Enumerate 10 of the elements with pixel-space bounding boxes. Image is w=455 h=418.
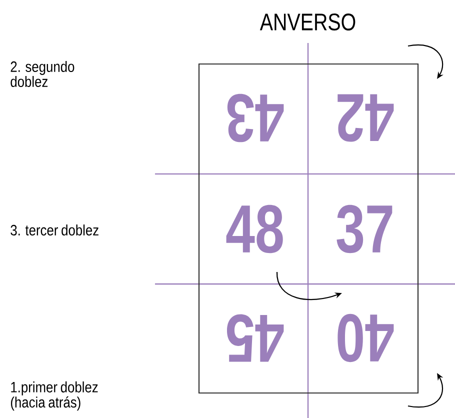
page-number: 42 — [338, 94, 394, 142]
page-number: 37 — [336, 204, 392, 254]
fold-label: 2. segundo doblez — [10, 61, 74, 87]
fold-label: 3. tercer doblez — [10, 224, 98, 236]
page-number: 40 — [338, 314, 394, 362]
fold-label: 1.primer doblez (hacia atrás) — [10, 381, 98, 411]
page-number: 45 — [226, 314, 284, 362]
page-number: 43 — [227, 94, 284, 142]
page-number: 48 — [226, 204, 283, 254]
page-title: ANVERSO — [260, 14, 356, 30]
